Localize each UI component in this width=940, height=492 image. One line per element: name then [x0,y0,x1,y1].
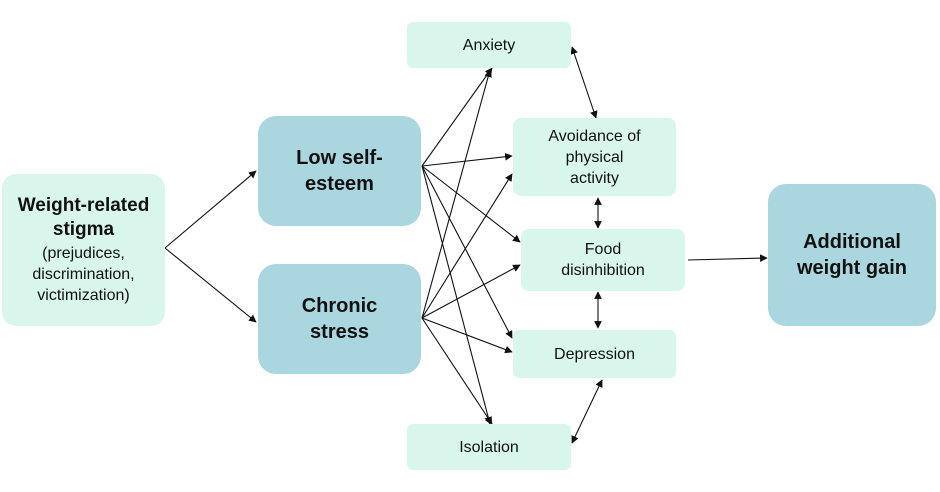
isolation-label: Isolation [459,438,519,456]
arrow-low-self-esteem-to-isolation [421,165,492,425]
arrow-low-self-esteem-to-avoidance [421,152,513,167]
avoidance-label: Avoidance of physical activity [548,127,641,187]
arrow-stigma-to-low-self-esteem [164,170,257,249]
arrow-chronic-stress-to-food [421,264,521,319]
node-isolation: Isolation [407,424,571,470]
arrow-stigma-to-chronic-stress [164,247,257,323]
arrow-chronic-stress-to-avoidance [421,173,513,319]
node-weight-related-stigma: Weight-related stigma (prejudices, discr… [2,174,165,326]
node-avoidance-of-physical-activity: Avoidance of physical activity [513,118,676,196]
arrow-low-self-esteem-to-depression [421,165,513,339]
node-low-self-esteem: Low self-esteem [258,116,421,226]
arrow-chronic-stress-to-isolation [421,317,493,425]
arrow-depression-isolation [571,379,603,444]
arrow-low-self-esteem-to-anxiety [421,67,493,167]
node-depression: Depression [513,330,676,378]
anxiety-label: Anxiety [462,36,516,54]
arrow-low-self-esteem-to-food [421,165,521,243]
depression-label: Depression [554,345,635,363]
chronic-stress-label: Chronic stress [301,295,378,343]
food-disinhibition-label: Food disinhibition [561,241,645,279]
stigma-detail: (prejudices, discrimination, victimizati… [32,245,135,304]
stigma-title: Weight-related stigma [17,195,150,240]
node-chronic-stress: Chronic stress [258,264,421,374]
node-anxiety: Anxiety [407,22,571,68]
node-food-disinhibition: Food disinhibition [521,229,685,291]
weight-gain-label: Additional weight gain [797,231,907,279]
arrow-anxiety-avoidance [570,46,598,119]
low-self-esteem-label: Low self-esteem [296,147,383,195]
arrow-chronic-stress-to-anxiety [421,69,492,319]
arrow-chronic-stress-to-depression [421,317,513,354]
arrow-food-to-weight-gain [687,254,768,263]
node-additional-weight-gain: Additional weight gain [768,184,936,326]
